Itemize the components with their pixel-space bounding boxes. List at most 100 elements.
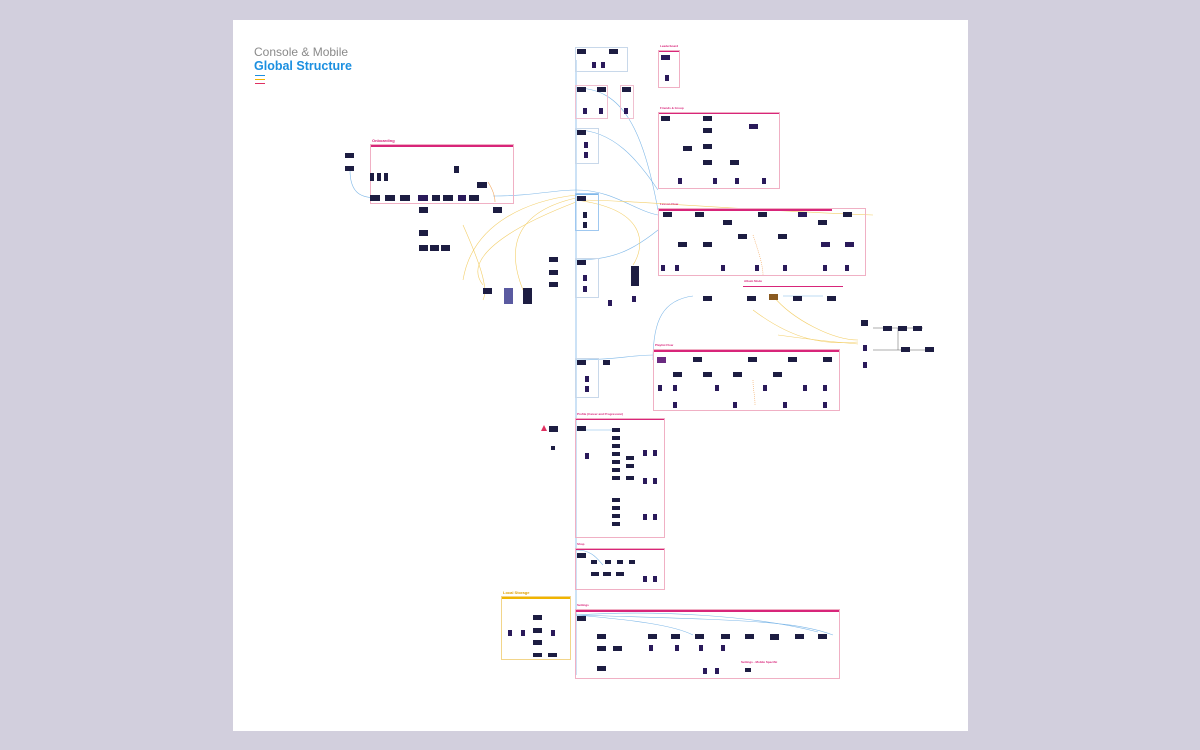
playlist-screen[interactable] <box>693 357 702 362</box>
activity-screen[interactable] <box>577 196 586 201</box>
branch-screen[interactable] <box>901 347 910 352</box>
profile-screen[interactable] <box>643 450 647 456</box>
playlist-screen[interactable] <box>733 402 737 408</box>
playlist-screen[interactable] <box>733 372 742 377</box>
playlist-screen[interactable] <box>788 357 797 362</box>
storage-screen[interactable] <box>548 653 557 657</box>
profile-screen[interactable] <box>626 464 634 468</box>
album-screen[interactable] <box>827 296 836 301</box>
friends-screen[interactable] <box>678 178 682 184</box>
search-screen[interactable] <box>577 260 586 265</box>
profile-screen[interactable] <box>653 478 657 484</box>
storage-screen[interactable] <box>551 630 555 636</box>
lesson-screen[interactable] <box>755 265 759 271</box>
album-screen[interactable] <box>769 294 778 300</box>
queue-screen[interactable] <box>585 386 589 392</box>
friends-screen[interactable] <box>713 178 717 184</box>
lesson-screen[interactable] <box>758 212 767 217</box>
home-screen[interactable] <box>592 62 596 68</box>
branch-screen[interactable] <box>898 326 907 331</box>
settings-screen[interactable] <box>721 634 730 639</box>
onboarding-screen[interactable] <box>458 195 466 201</box>
lesson-screen[interactable] <box>723 220 732 225</box>
onboarding-screen[interactable] <box>400 195 410 201</box>
profile-screen[interactable] <box>577 426 586 431</box>
shop-screen[interactable] <box>653 576 657 582</box>
lesson-screen[interactable] <box>663 212 672 217</box>
settings-screen[interactable] <box>597 666 606 671</box>
profile-screen[interactable] <box>653 450 657 456</box>
shop-screen[interactable] <box>603 572 611 576</box>
profile-screen[interactable] <box>612 506 620 510</box>
settings-screen[interactable] <box>577 616 586 621</box>
queue-screen[interactable] <box>585 376 589 382</box>
home-screen[interactable] <box>601 62 605 68</box>
onboarding-screen[interactable] <box>385 195 395 201</box>
profile-screen[interactable] <box>643 478 647 484</box>
playlist-screen[interactable] <box>773 372 782 377</box>
lesson-screen[interactable] <box>845 265 849 271</box>
branch-screen[interactable] <box>863 345 867 351</box>
lesson-screen[interactable] <box>783 265 787 271</box>
playlist-screen[interactable] <box>748 357 757 362</box>
settings-screen[interactable] <box>613 646 622 651</box>
nav-screen[interactable] <box>622 87 631 92</box>
branch-screen[interactable] <box>863 362 867 368</box>
settings-screen[interactable] <box>770 634 779 640</box>
playlist-screen[interactable] <box>823 385 827 391</box>
onboarding-screen[interactable] <box>370 195 380 201</box>
search-screen[interactable] <box>583 286 587 292</box>
onboarding-screen[interactable] <box>477 182 487 188</box>
settings-screen[interactable] <box>695 634 704 639</box>
onboarding-screen[interactable] <box>345 166 354 171</box>
settings-screen[interactable] <box>745 668 751 672</box>
profile-screen[interactable] <box>549 426 558 432</box>
profile-screen[interactable] <box>612 498 620 502</box>
profile-screen[interactable] <box>612 436 620 440</box>
onboarding-screen[interactable] <box>384 173 388 181</box>
branch-screen[interactable] <box>913 326 922 331</box>
settings-screen[interactable] <box>795 634 804 639</box>
lesson-screen[interactable] <box>823 265 827 271</box>
profile-screen[interactable] <box>653 514 657 520</box>
lesson-screen[interactable] <box>845 242 854 247</box>
screen-thumb[interactable] <box>523 288 532 304</box>
lesson-screen[interactable] <box>703 242 712 247</box>
onboarding-screen[interactable] <box>419 207 428 213</box>
storage-screen[interactable] <box>508 630 512 636</box>
home-screen[interactable] <box>609 49 618 54</box>
lesson-screen[interactable] <box>821 242 830 247</box>
onboarding-screen[interactable] <box>370 173 374 181</box>
nav-screen[interactable] <box>624 108 628 114</box>
onboarding-screen[interactable] <box>419 245 428 251</box>
menu-screen[interactable] <box>584 142 588 148</box>
profile-screen[interactable] <box>612 476 620 480</box>
friends-screen[interactable] <box>683 146 692 151</box>
settings-screen[interactable] <box>597 634 606 639</box>
queue-screen[interactable] <box>603 360 610 365</box>
onboarding-screen[interactable] <box>441 245 450 251</box>
menu-screen[interactable] <box>584 152 588 158</box>
profile-screen[interactable] <box>612 460 620 464</box>
activity-screen[interactable] <box>583 222 587 228</box>
search-screen[interactable] <box>583 275 587 281</box>
shop-screen[interactable] <box>629 560 635 564</box>
friends-screen[interactable] <box>730 160 739 165</box>
profile-screen[interactable] <box>612 514 620 518</box>
settings-screen[interactable] <box>699 645 703 651</box>
album-screen[interactable] <box>703 296 712 301</box>
onboarding-screen[interactable] <box>345 153 354 158</box>
profile-screen[interactable] <box>643 514 647 520</box>
nav-screen[interactable] <box>577 87 586 92</box>
home-screen[interactable] <box>577 49 586 54</box>
friends-screen[interactable] <box>661 116 670 121</box>
onboarding-screen[interactable] <box>469 195 479 201</box>
shop-screen[interactable] <box>577 553 586 558</box>
lesson-screen[interactable] <box>675 265 679 271</box>
search-screen[interactable] <box>549 257 558 262</box>
friends-screen[interactable] <box>703 144 712 149</box>
settings-screen[interactable] <box>703 668 707 674</box>
onboarding-screen[interactable] <box>419 230 428 236</box>
playlist-screen[interactable] <box>673 402 677 408</box>
settings-screen[interactable] <box>721 645 725 651</box>
